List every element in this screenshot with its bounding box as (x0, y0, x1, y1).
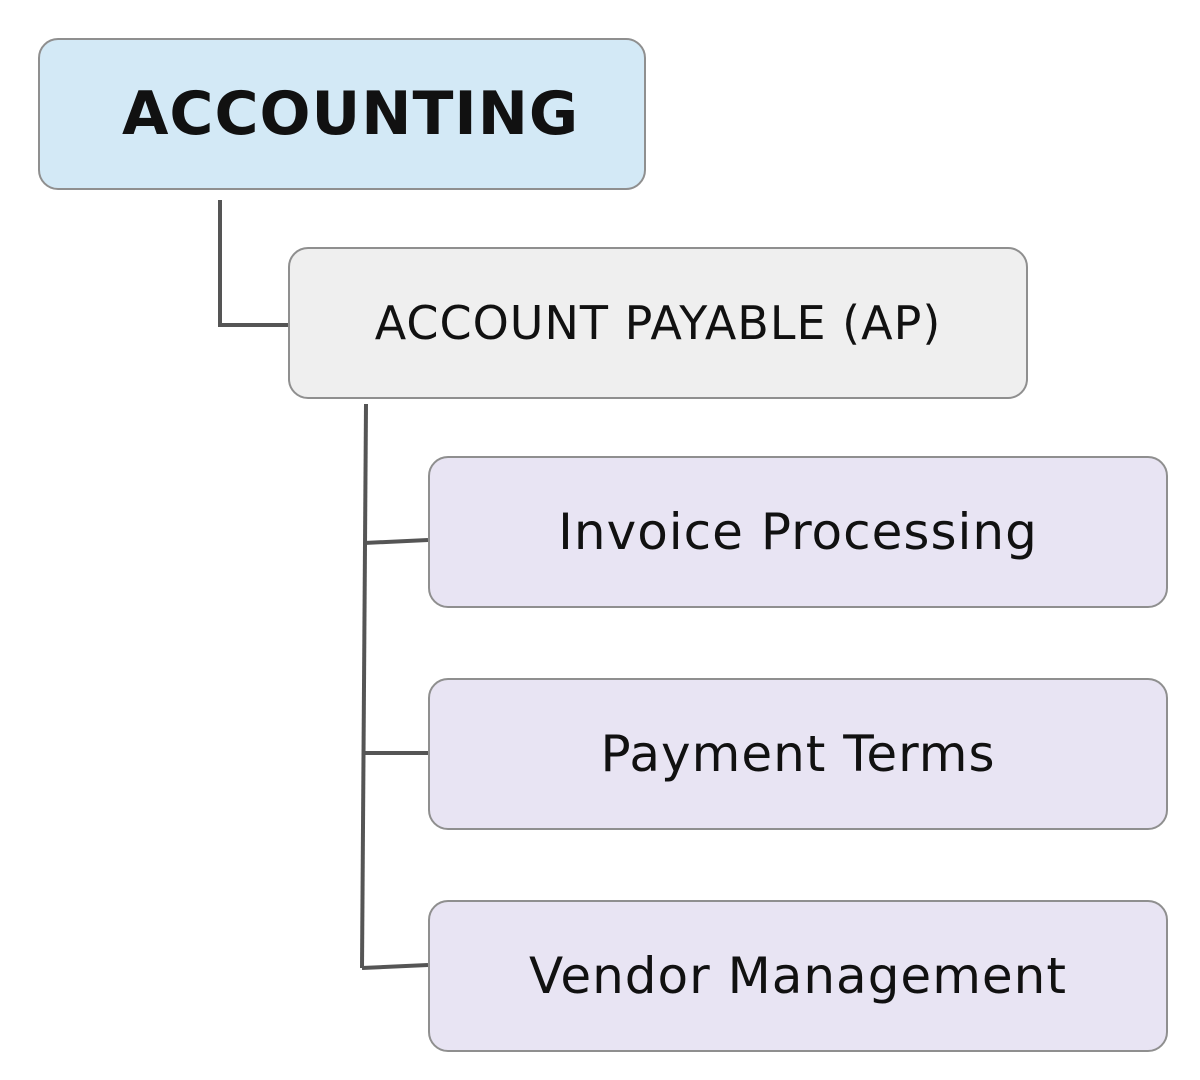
invoice-processing-node: Invoice Processing (428, 456, 1168, 608)
connector-root-to-mid (218, 200, 288, 327)
vendor-management-node: Vendor Management (428, 900, 1168, 1052)
payment-terms-node: Payment Terms (428, 678, 1168, 830)
payment-terms-label: Payment Terms (600, 725, 996, 783)
connector-mid-trunk (360, 403, 368, 969)
account-payable-node: ACCOUNT PAYABLE (AP) (288, 247, 1028, 399)
account-payable-label: ACCOUNT PAYABLE (AP) (374, 296, 942, 350)
accounting-label: ACCOUNTING (122, 79, 580, 149)
invoice-processing-label: Invoice Processing (558, 503, 1038, 561)
accounting-node: ACCOUNTING (38, 38, 646, 190)
vendor-management-label: Vendor Management (529, 947, 1067, 1005)
connector-to-invoice-processing (363, 538, 429, 545)
connector-to-vendor-management (361, 963, 429, 970)
